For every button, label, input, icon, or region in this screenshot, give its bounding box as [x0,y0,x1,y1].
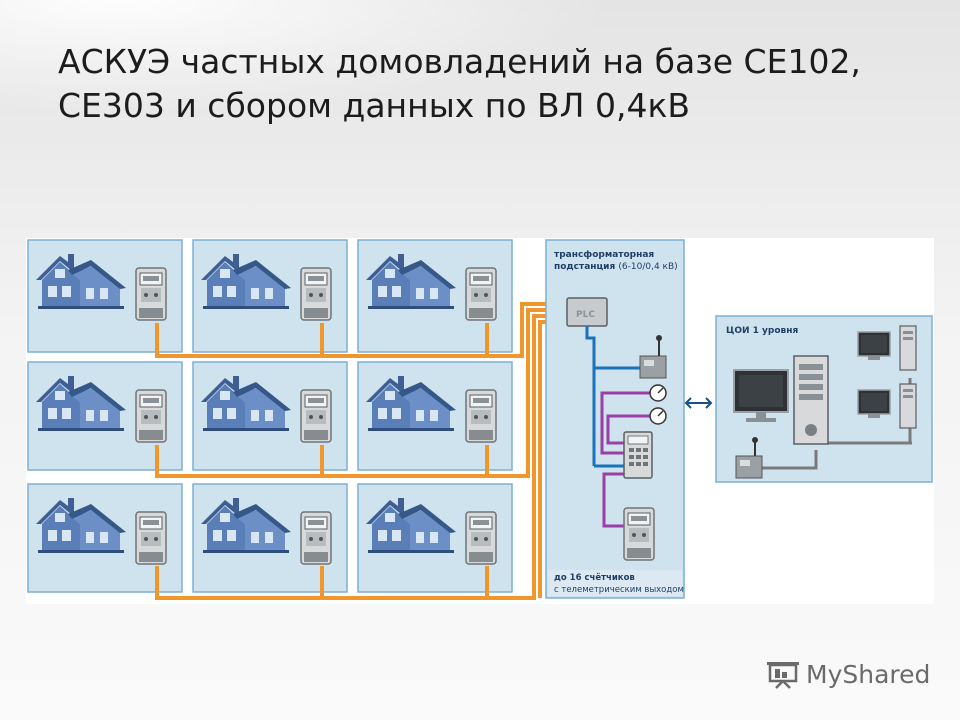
bidirectional-arrow-icon [684,397,713,409]
electricity-meter-icon [300,511,332,565]
meters-label-line2: с телеметрическим выходом [554,585,684,595]
watermark-brand: MyShared [806,659,931,689]
telemetry-lines [600,391,640,528]
dial-icon [640,407,667,425]
electricity-meter-icon [135,267,167,321]
power-lines [155,302,566,600]
data-lines [585,326,640,468]
electricity-meter-icon [135,511,167,565]
electricity-meter-icon [465,267,497,321]
slide-title: АСКУЭ частных домовладений на базе СЕ102… [58,42,861,125]
watermark: MyShared [766,654,930,694]
electricity-meter-icon [465,511,497,565]
projector-screen-icon [767,662,799,689]
dial-icon [640,384,667,402]
substation-meter-icon [623,507,655,561]
electricity-meter-icon [465,389,497,443]
server-workstation-icon [733,355,829,445]
title-glare [0,0,960,150]
plc-unit: PLC [566,297,608,327]
electricity-meter-icon [300,389,332,443]
meters-label-line1: до 16 счётчиков [554,573,635,583]
substation-label: трансформаторная подстанция (6-10/0,4 кВ… [554,250,678,272]
ascue-diagram: трансформаторная подстанция (6-10/0,4 кВ… [26,238,934,604]
workstation-icon [857,383,917,429]
electricity-meter-icon [300,267,332,321]
plc-label: PLC [576,310,595,320]
data-center-label: ЦОИ 1 уровня [726,326,798,336]
electricity-meter-icon [135,389,167,443]
modem-icon [735,437,763,479]
workstation-icon [857,325,917,371]
data-collector-icon [623,431,653,479]
modem-icon [639,335,667,379]
